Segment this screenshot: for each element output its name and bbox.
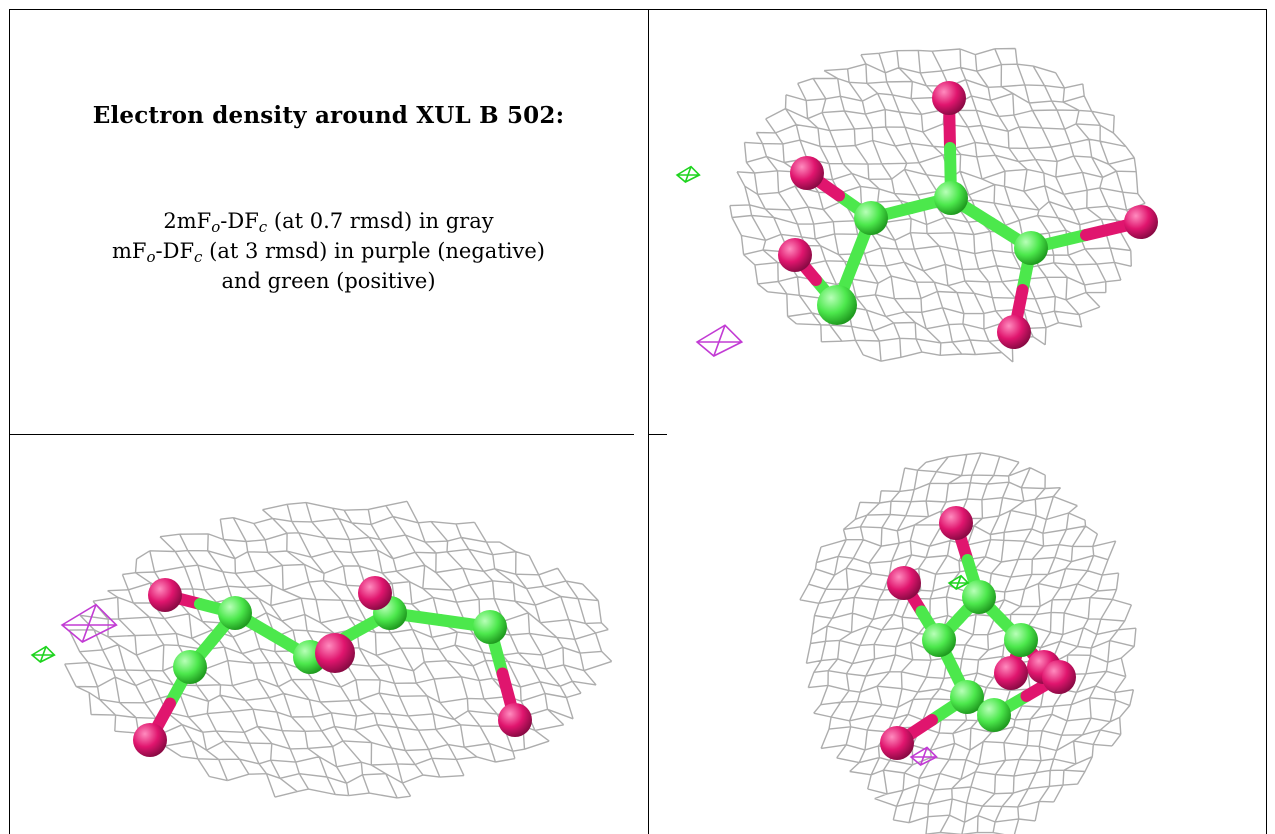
atom-spheres (133, 576, 532, 757)
legend-line-fo-fc: mFo-DFc (at 3 rmsd) in purple (negative) (9, 236, 648, 266)
oxygen-atom (1124, 205, 1158, 239)
legend-text: -DF (155, 239, 195, 263)
legend-text: (at 0.7 rmsd) in gray (267, 209, 494, 233)
carbon-atom (854, 201, 888, 235)
carbon-atom (1004, 623, 1038, 657)
carbon-atom (962, 580, 996, 614)
atom-spheres (778, 81, 1158, 349)
caption-cell: Electron density around XUL B 502: 2mFo-… (9, 9, 648, 434)
figure-table: Electron density around XUL B 502: 2mFo-… (9, 9, 1267, 834)
carbon-atom (218, 596, 252, 630)
positive-density-cage (675, 165, 701, 183)
negative-density-cage (909, 746, 938, 766)
negative-density-cage (695, 324, 744, 357)
density-view-1 (675, 47, 1158, 363)
carbon-atom (173, 650, 207, 684)
oxygen-atom (1042, 660, 1076, 694)
negative-density-cage (60, 603, 118, 643)
oxygen-atom (939, 506, 973, 540)
oxygen-atom (778, 238, 812, 272)
legend-sub: o (146, 248, 156, 266)
table-border-left (9, 9, 10, 834)
carbon-atom (934, 181, 968, 215)
carbon-atom (977, 698, 1011, 732)
oxygen-atom (887, 566, 921, 600)
density-mesh-2fo-fc (799, 452, 1137, 834)
legend-sub: c (258, 218, 268, 236)
positive-density-cage (30, 645, 56, 663)
legend-line-positive: and green (positive) (221, 269, 436, 293)
caption-legend: 2mFo-DFc (at 0.7 rmsd) in gray mFo-DFc (… (9, 206, 648, 296)
legend-text: -DF (220, 209, 259, 233)
oxygen-atom (358, 576, 392, 610)
oxygen-atom (133, 723, 167, 757)
carbon-atom (950, 680, 984, 714)
table-border-right (1266, 9, 1267, 834)
legend-sub: o (211, 218, 221, 236)
density-panel-bottom-right (649, 435, 1266, 834)
density-view-3 (799, 452, 1137, 834)
oxygen-atom (994, 656, 1028, 690)
table-border-middle (648, 9, 649, 834)
table-border-middle-right (649, 434, 667, 435)
carbon-atom (1014, 231, 1048, 265)
legend-text: 2mF (163, 209, 212, 233)
legend-line-2fo-fc: 2mFo-DFc (at 0.7 rmsd) in gray (9, 206, 648, 236)
oxygen-atom (498, 703, 532, 737)
carbon-atom (473, 610, 507, 644)
legend-text: mF (112, 239, 147, 263)
carbon-atom (922, 623, 956, 657)
oxygen-atom (932, 81, 966, 115)
oxygen-atom (315, 633, 355, 673)
legend-text: (at 3 rmsd) in purple (negative) (202, 239, 545, 263)
table-border-middle-left (9, 434, 634, 435)
oxygen-atom (997, 315, 1031, 349)
oxygen-atom (790, 156, 824, 190)
oxygen-atom (148, 578, 182, 612)
oxygen-atom (880, 726, 914, 760)
density-view-2 (30, 500, 613, 799)
density-panel-top-right (649, 10, 1266, 434)
density-panel-bottom-left (10, 435, 648, 834)
atom-spheres (880, 506, 1076, 760)
legend-sub: c (194, 248, 203, 266)
carbon-atom (817, 285, 857, 325)
caption-title: Electron density around XUL B 502: (92, 102, 565, 129)
table-border-top (9, 9, 1267, 10)
positive-density-cage (947, 574, 970, 590)
